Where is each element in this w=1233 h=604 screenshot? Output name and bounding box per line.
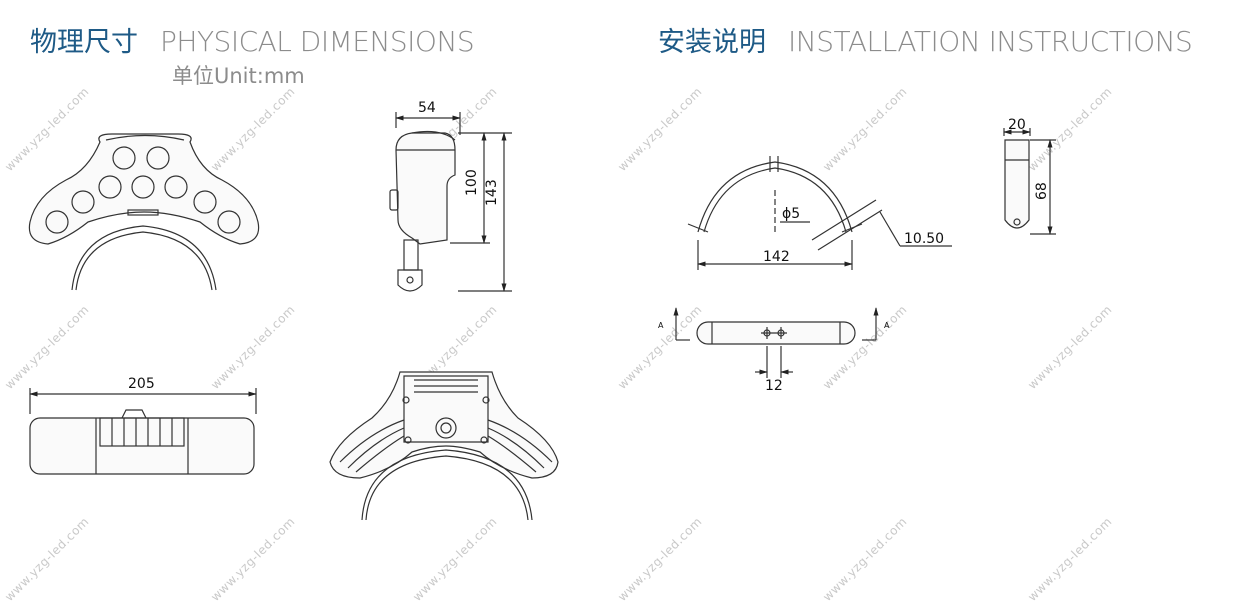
side-view-drawing [389,112,512,292]
dim-100-label: 100 [464,169,480,196]
dim-68-label: 68 [1034,182,1050,200]
technical-drawing: 54 100 143 205 142 ϕ5 10.50 20 68 12 A A [28,100,1056,521]
physical-dimensions-title-en: PHYSICAL DIMENSIONS [160,25,475,58]
physical-dimensions-title-cn: 物理尺寸 [30,27,138,58]
dim-hole-label: ϕ5 [782,206,800,222]
bracket-top-drawing [673,307,879,378]
dim-12-label: 12 [765,378,783,394]
dim-10-50-label: 10.50 [904,231,944,247]
section-a-left-label: A [658,321,664,330]
installation-title-cn: 安装说明 [658,27,766,58]
dim-205-label: 205 [128,376,155,392]
installation-heading: 安装说明 INSTALLATION INSTRUCTIONS [658,22,1193,62]
rear-view-drawing [329,371,559,521]
installation-title-en: INSTALLATION INSTRUCTIONS [788,25,1193,58]
dim-142-label: 142 [763,249,790,265]
unit-label: 单位Unit:mm [172,64,305,88]
bracket-installation-drawing [687,156,952,270]
dim-54-label: 54 [418,100,436,116]
dim-143-label: 143 [484,179,500,206]
physical-dimensions-heading: 物理尺寸 PHYSICAL DIMENSIONS [30,22,475,62]
section-a-right-label: A [884,321,890,330]
bracket-end-drawing [1003,128,1056,235]
bottom-view-drawing [29,388,257,475]
front-view-drawing [28,133,260,291]
dim-20-label: 20 [1008,117,1026,133]
